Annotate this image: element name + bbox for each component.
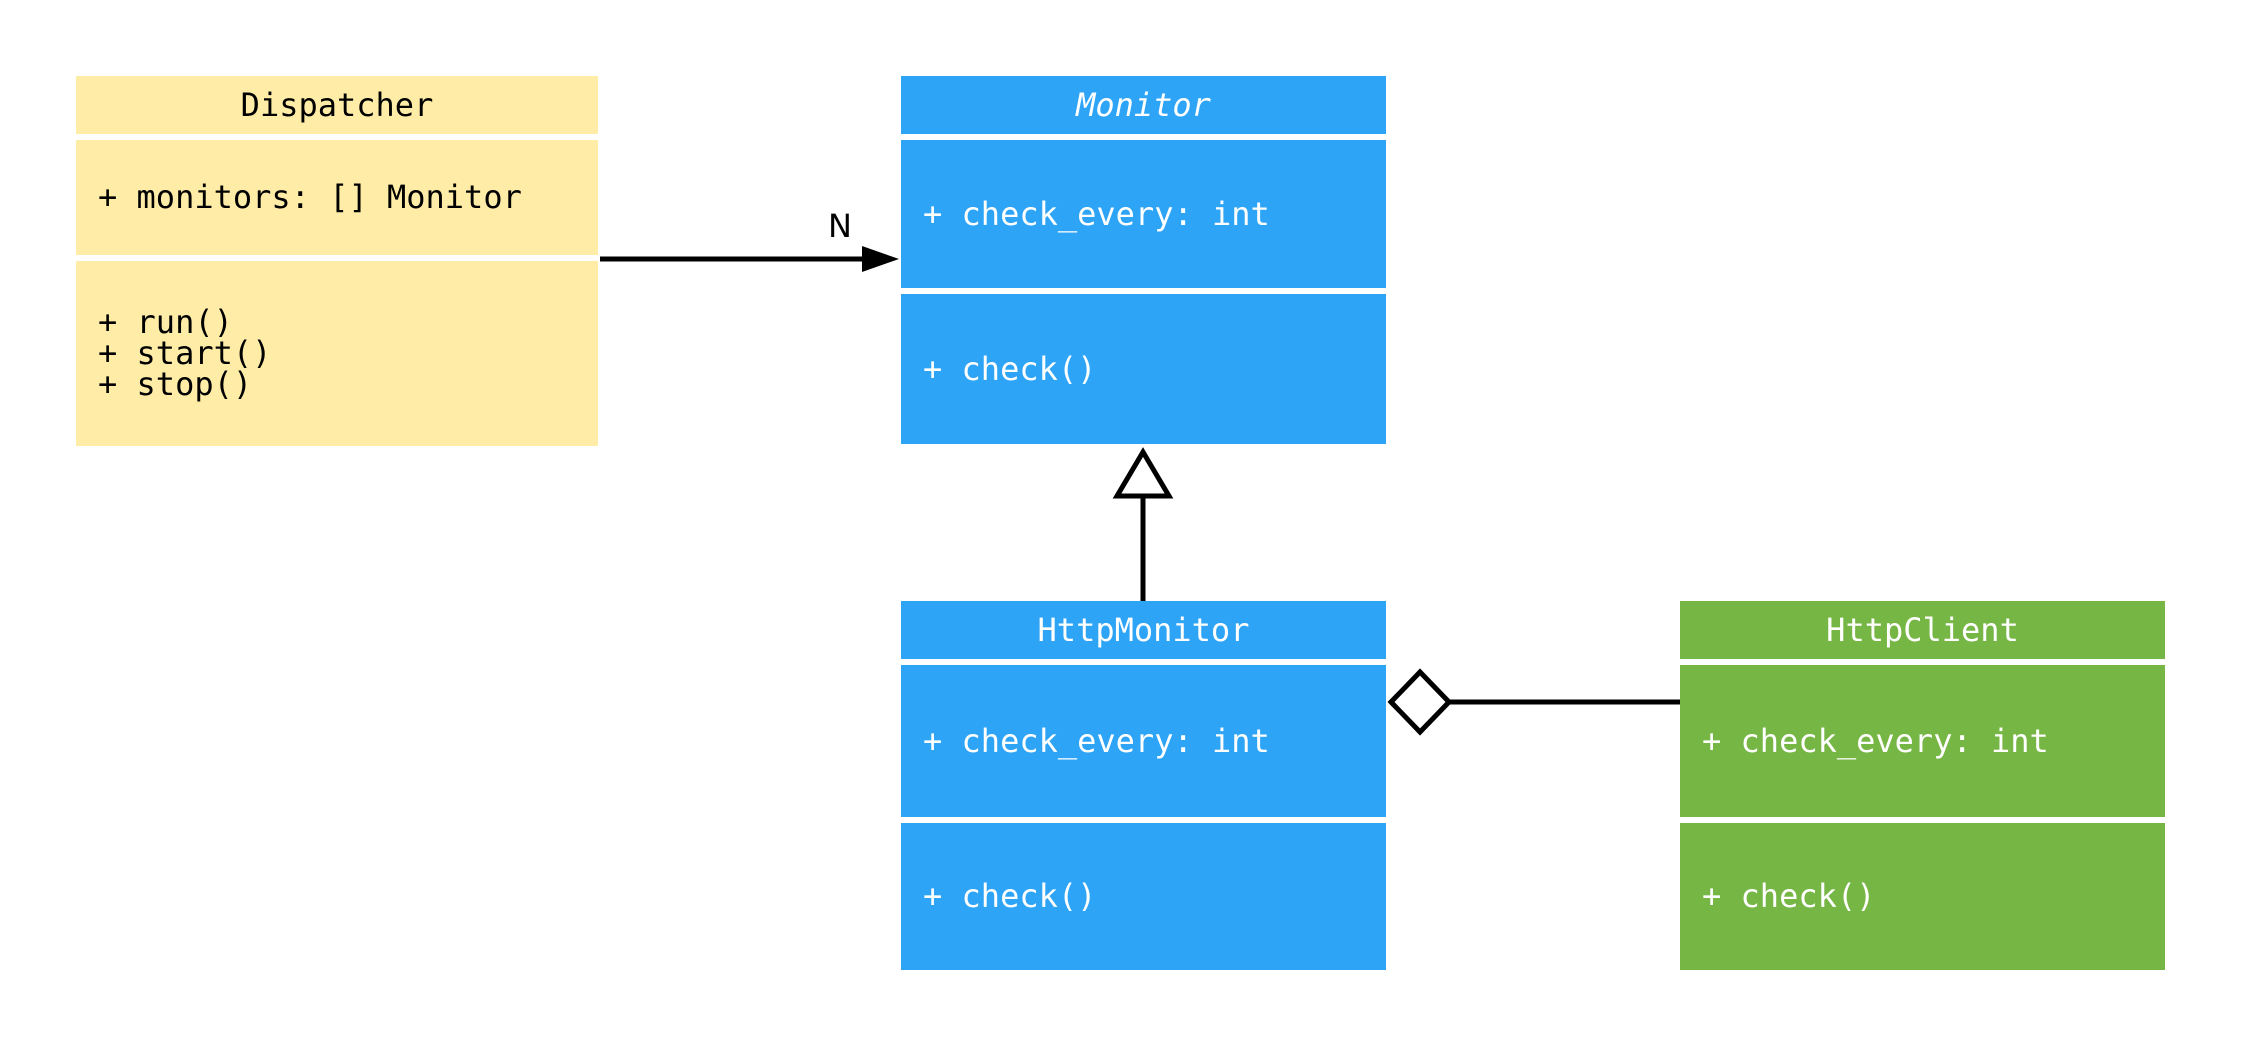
class-method: + check() xyxy=(923,349,1097,388)
class-method: + start() xyxy=(98,334,272,372)
class-box-httpclient: HttpClient + check_every: int + check() xyxy=(1680,601,2165,970)
class-methods-section: + run() + start() + stop() xyxy=(76,261,598,446)
class-methods-section: + check() xyxy=(901,823,1386,970)
aggregation-diamond-icon xyxy=(1387,668,1453,736)
class-attribute: + monitors: [] Monitor xyxy=(98,178,522,216)
association-multiplicity-label: N xyxy=(828,207,852,245)
class-attribute: + check_every: int xyxy=(1702,721,2049,760)
inheritance-httpmonitor-monitor xyxy=(1112,447,1174,601)
class-title: Dispatcher xyxy=(76,76,598,134)
class-title: Monitor xyxy=(901,76,1386,134)
class-method: + check() xyxy=(1702,877,1876,915)
class-box-dispatcher: Dispatcher + monitors: [] Monitor + run(… xyxy=(76,76,598,446)
class-method: + check() xyxy=(923,877,1097,915)
class-attribute: + check_every: int xyxy=(923,721,1270,760)
class-method: + run() xyxy=(98,303,233,341)
class-methods-section: + check() xyxy=(901,294,1386,444)
class-attributes-section: + monitors: [] Monitor xyxy=(76,140,598,255)
association-dispatcher-monitor xyxy=(600,246,899,272)
association-arrowhead-icon xyxy=(862,246,899,272)
class-attribute: + check_every: int xyxy=(923,194,1270,233)
class-attributes-section: + check_every: int xyxy=(901,140,1386,288)
class-attributes-section: + check_every: int xyxy=(1680,665,2165,817)
aggregation-httpmonitor-httpclient xyxy=(1387,668,1680,736)
class-methods-section: + check() xyxy=(1680,823,2165,970)
class-box-httpmonitor: HttpMonitor + check_every: int + check() xyxy=(901,601,1386,970)
inheritance-triangle-icon xyxy=(1112,447,1174,499)
class-attributes-section: + check_every: int xyxy=(901,665,1386,817)
class-box-monitor: Monitor + check_every: int + check() xyxy=(901,76,1386,444)
class-title: HttpMonitor xyxy=(901,601,1386,659)
class-title: HttpClient xyxy=(1680,601,2165,659)
class-method: + stop() xyxy=(98,365,253,403)
